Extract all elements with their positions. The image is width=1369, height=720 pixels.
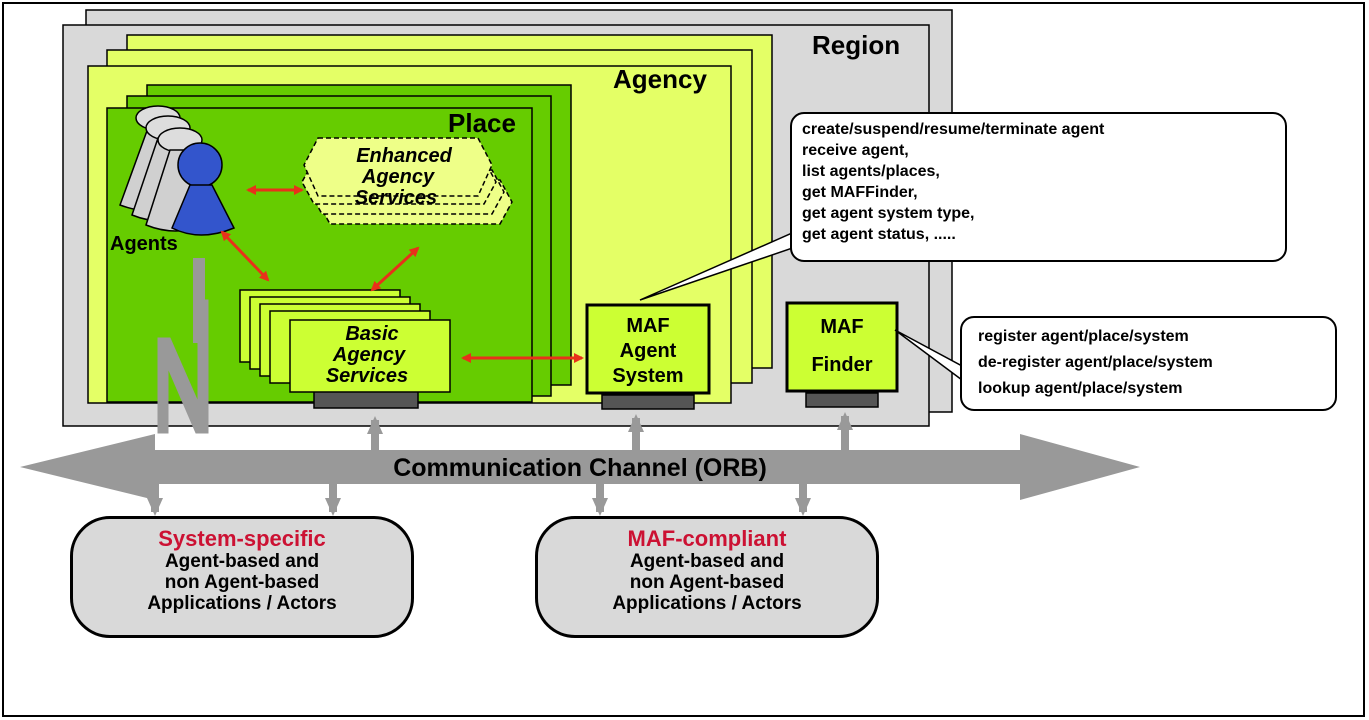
enhanced-label-line1: Enhanced (356, 145, 452, 167)
agents-basic-arrow (220, 230, 270, 282)
enhanced-basic-arrow (370, 246, 420, 292)
system-specific-title: System-specific (158, 526, 326, 551)
finder-op: lookup agent/place/system (978, 380, 1183, 397)
agents-label: Agents (110, 233, 178, 255)
agent-system-operations-callout: create/suspend/resume/terminate agent re… (790, 112, 1287, 262)
enhanced-label-line3: Services (355, 187, 437, 209)
finder-op: register agent/place/system (978, 328, 1189, 345)
agent-system-op: get MAFFinder, (802, 184, 918, 201)
agent-system-op: create/suspend/resume/terminate agent (802, 121, 1105, 138)
maf-compliant-title: MAF-compliant (627, 526, 787, 551)
region-label: Region (812, 30, 900, 60)
basic-services-stack: Basic Agency Services (239, 289, 451, 409)
agent-system-op: list agents/places, (802, 163, 940, 180)
agent-link-line (193, 258, 205, 343)
agent-system-op: receive agent, (802, 142, 909, 159)
maf-finder-box (785, 301, 899, 393)
agency-label: Agency (613, 64, 707, 94)
maf-compliant-line3: Applications / Actors (612, 593, 802, 614)
maf-finder-line2: Finder (811, 354, 872, 376)
basic-label-line3: Services (326, 365, 408, 387)
agent-person-icon (119, 105, 236, 236)
basic-label-line1: Basic (345, 323, 398, 345)
network-connector-shape (157, 299, 209, 434)
agent-system-op: get agent system type, (802, 205, 975, 222)
maf-agent-system-base (601, 394, 695, 410)
maf-finder-line1: MAF (820, 316, 863, 338)
channel-label: Communication Channel (ORB) (393, 454, 767, 482)
maf-agent-system-line2: Agent (620, 340, 677, 362)
agent-system-op: get agent status, ..... (802, 226, 956, 243)
enhanced-services-stack: Enhanced Agency Services (301, 137, 513, 225)
maf-agent-system-box (585, 303, 711, 395)
maf-compliant-applications: MAF-compliant Agent-based and non Agent-… (535, 516, 879, 638)
vertical-connectors (147, 412, 853, 516)
enhanced-services-box (303, 137, 493, 197)
agent-main (171, 142, 236, 236)
finder-op: de-register agent/place/system (978, 354, 1213, 371)
communication-channel-arrow (20, 434, 1140, 500)
system-specific-applications: System-specific Agent-based and non Agen… (70, 516, 414, 638)
finder-operations-callout: register agent/place/system de-register … (960, 316, 1337, 411)
basic-label-line2: Agency (332, 344, 406, 366)
maf-finder-base (805, 392, 879, 408)
maf-compliant-line2: non Agent-based (629, 572, 785, 593)
enhanced-label-line2: Agency (361, 166, 435, 188)
system-specific-line1: Agent-based and (164, 551, 320, 572)
place-label: Place (448, 108, 516, 138)
maf-compliant-line1: Agent-based and (629, 551, 785, 572)
maf-finder: MAF Finder (785, 301, 899, 408)
maf-agent-system: MAF Agent System (585, 303, 711, 410)
maf-agent-system-line3: System (612, 365, 683, 387)
system-specific-line3: Applications / Actors (147, 593, 337, 614)
system-specific-line2: non Agent-based (164, 572, 320, 593)
basic-services-box (289, 319, 451, 393)
maf-agent-system-line1: MAF (626, 315, 669, 337)
